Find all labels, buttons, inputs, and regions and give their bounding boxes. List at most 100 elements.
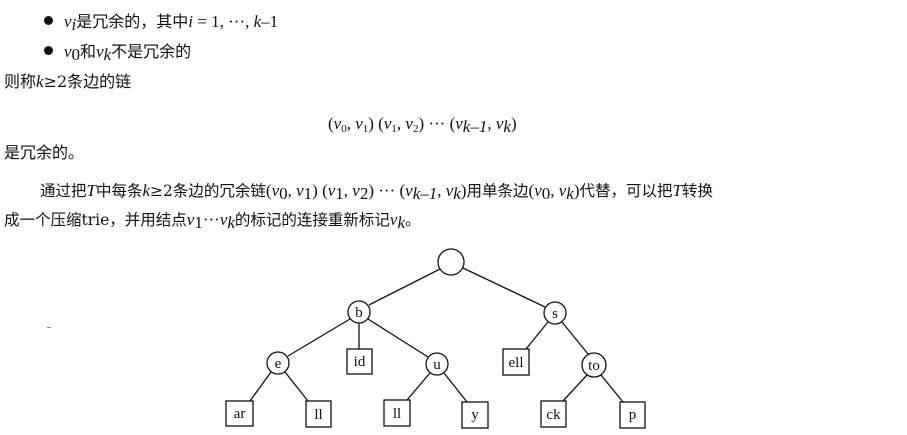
- math-var: v: [495, 114, 504, 133]
- ellipsis: ···: [202, 210, 220, 229]
- comma: ,: [550, 181, 559, 200]
- paren: ): [460, 181, 467, 200]
- math-var: T: [672, 181, 682, 200]
- math-var: v: [534, 181, 542, 200]
- math-var: v: [64, 42, 72, 61]
- leaf-label: y: [471, 407, 479, 423]
- node-label: b: [355, 305, 363, 321]
- leaf-node-ll-e: ll: [305, 400, 332, 428]
- text: ≥2条边的链: [43, 72, 132, 91]
- comma: ,: [343, 181, 353, 200]
- leaf-node-ll-u: ll: [383, 399, 411, 427]
- text: 的标记的连接重新标记: [234, 211, 390, 229]
- math-sub: k–1: [462, 117, 488, 136]
- paren: (: [328, 114, 334, 133]
- bullet-item-1: vi是冗余的，其中i = 1, ···, k–1: [44, 12, 278, 34]
- math-var: v: [383, 114, 392, 133]
- text: 用单条边: [466, 182, 529, 200]
- math-var: T: [86, 181, 96, 200]
- internal-node-b: b: [347, 300, 371, 324]
- math-var: v: [219, 210, 228, 229]
- paren: ) (: [312, 181, 328, 200]
- text: 。: [405, 211, 421, 229]
- paren: ) (: [368, 114, 384, 133]
- math-sub: 0: [71, 45, 81, 64]
- math-var: i: [188, 12, 194, 31]
- math-var: k: [36, 72, 44, 91]
- intro-line: 则称k≥2条边的链: [4, 72, 131, 92]
- math-var: v: [405, 181, 413, 200]
- text: 代替，可以把: [579, 182, 673, 200]
- text: 成一个压缩trie，并用结点: [4, 211, 187, 229]
- math-var: k: [142, 181, 151, 200]
- math-sub: k: [227, 213, 235, 232]
- text: 转换: [682, 182, 714, 200]
- leaf-node-ar: ar: [225, 400, 254, 427]
- node-label: to: [588, 358, 600, 374]
- leaf-label: p: [629, 407, 637, 423]
- math-sub: i: [71, 15, 77, 34]
- text: ≥2条边的冗余链: [150, 182, 266, 200]
- leaf-label: ar: [234, 406, 246, 422]
- text: 中每条: [95, 182, 143, 200]
- math-var: v: [64, 12, 72, 31]
- math-sub: k: [397, 213, 406, 232]
- math-sub: 0: [541, 184, 551, 203]
- paren: (: [265, 181, 272, 200]
- leaf-label: id: [354, 354, 366, 370]
- leaf-node-ell: ell: [502, 348, 530, 376]
- paren: ) ··· (: [418, 114, 456, 133]
- comma: ,: [487, 114, 496, 133]
- math-sub: k: [503, 117, 511, 136]
- leaf-label: ll: [393, 406, 401, 422]
- math-sub: 0: [279, 184, 288, 203]
- math-sub: 0: [341, 123, 347, 135]
- text: 则称: [4, 72, 37, 91]
- root-node: [437, 248, 465, 276]
- math-sub: 1: [194, 213, 203, 232]
- leaf-node-y: y: [461, 401, 489, 429]
- paren: ): [573, 181, 580, 200]
- math-var: v: [558, 181, 567, 200]
- node-label: s: [552, 306, 558, 322]
- math-text: = 1, ···,: [193, 12, 254, 31]
- paragraph-line-2: 成一个压缩trie，并用结点v1···vk的标记的连接重新标记vk。: [4, 210, 421, 232]
- math-var: v: [333, 114, 342, 133]
- math-var: v: [296, 181, 304, 200]
- math-var: v: [186, 210, 195, 229]
- tree-edges: [249, 267, 624, 403]
- math-sub: k: [566, 184, 574, 203]
- leaf-label: ck: [546, 407, 561, 423]
- math-sub: k: [453, 184, 461, 203]
- math-var: v: [271, 181, 280, 200]
- scan-artifact: [47, 327, 51, 328]
- math-var: k: [253, 12, 262, 31]
- internal-node-s: s: [543, 301, 567, 325]
- comma: ,: [346, 114, 356, 133]
- math-var: v: [389, 210, 398, 229]
- math-sub: k: [103, 45, 112, 64]
- paren: ) ··· (: [368, 181, 406, 200]
- math-sub: 2: [359, 184, 369, 203]
- text: 通过把: [40, 182, 87, 200]
- redundant-line: 是冗余的。: [4, 143, 85, 162]
- math-var: v: [355, 114, 363, 133]
- bullet-text: 是冗余的，其中: [76, 12, 189, 31]
- comma: ,: [437, 181, 446, 200]
- math-sub: 1: [391, 123, 397, 135]
- bullet-icon: [44, 46, 53, 55]
- math-var: v: [455, 114, 463, 133]
- math-var: v: [405, 114, 413, 133]
- bullet-item-2: v0和vk不是冗余的: [44, 42, 191, 64]
- bullet-text: 和: [80, 42, 97, 61]
- comma: ,: [287, 181, 297, 200]
- math-var: v: [96, 42, 104, 61]
- math-var: v: [352, 181, 360, 200]
- math-sub: 2: [412, 123, 419, 135]
- internal-node-u: u: [425, 352, 449, 376]
- paragraph-line-1: 通过把T中每条k≥2条边的冗余链(v0, v1) (v1, v2) ··· (v…: [40, 181, 714, 203]
- leaf-node-id: id: [346, 348, 373, 375]
- node-label: u: [433, 357, 441, 373]
- bullet-icon: [44, 16, 53, 25]
